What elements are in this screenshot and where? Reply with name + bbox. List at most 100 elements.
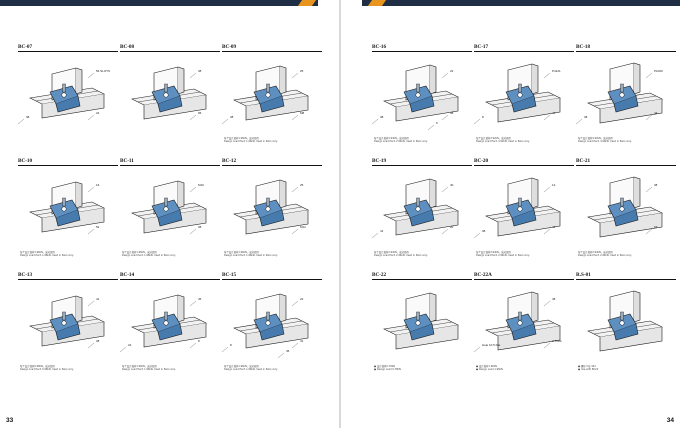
design-load-en: Design Load Each 1.96kN, Used in Pairs o…: [224, 253, 278, 257]
item-rule: [120, 165, 220, 166]
item-code: BC-15: [222, 272, 237, 278]
dimension-label: 44: [552, 111, 556, 115]
item-code: BC-16: [372, 44, 387, 50]
design-load-cn: ● 设计载荷0.78kN: [374, 365, 395, 368]
item-rule: [222, 51, 322, 52]
dimension-label: 38: [198, 225, 202, 229]
book-spine: [339, 0, 341, 428]
item-code: BC-19: [372, 158, 387, 164]
design-load-en: Design Load Each 2.94kN, Used in Pairs o…: [476, 253, 530, 257]
item-code: BC-13: [18, 272, 33, 278]
bracket-drawing: 45 8 22: [119, 294, 207, 353]
bracket-drawing: 22 38 38 6: [371, 64, 459, 131]
item-rule: [474, 51, 574, 52]
catalog-item-bc07: BC-07 56 SLOTS 24 38: [17, 44, 118, 156]
bracket-drawing: 40 20 41: [371, 178, 459, 239]
design-load-cn: 每个设计载荷1.96kN，成对使用: [122, 251, 157, 254]
design-load-en: Design Load Each 1.96kN, Used in Pairs o…: [224, 139, 278, 143]
dimension-label: 95: [198, 111, 202, 115]
dimension-label: M10: [198, 183, 204, 187]
bracket-drawing: [587, 290, 663, 352]
bracket-drawing: 25 M8 38: [221, 65, 309, 125]
item-rule: [18, 51, 118, 52]
item-code: BC-17: [474, 44, 489, 50]
dimension-label: 56 SLOTS: [96, 69, 110, 73]
dimension-label: 41: [96, 297, 100, 301]
left-page-number: 33: [6, 417, 14, 424]
dimension-label: 38: [380, 115, 384, 119]
bracket-drawing: [383, 292, 459, 350]
design-load-cn: 每个设计载荷2.94kN，成对使用: [374, 251, 409, 254]
design-load-en: Design Load Each 2.94kN, Used in Pairs o…: [578, 253, 632, 257]
design-load-en: Design Load Each 3.92kN, Used in Pairs o…: [476, 139, 530, 143]
dimension-label: 38: [230, 115, 234, 119]
item-rule: [372, 279, 472, 280]
dimension-label: 41: [552, 225, 556, 229]
design-load-en: Design Load Each 1.96kN, Used in Pairs o…: [122, 253, 176, 257]
dimension-label: 25: [300, 183, 304, 187]
dimension-label: 38: [198, 69, 202, 73]
catalog-item-bc22a: BC-22A 48 3 Thick Hole 10.5 Dia. ● 设计载荷1…: [473, 272, 574, 384]
dimension-label: 38: [26, 115, 30, 119]
dimension-label: M8: [300, 111, 304, 115]
item-code: BC-21: [576, 158, 591, 164]
item-rule: [18, 279, 118, 280]
dimension-label: 3 Thick: [552, 339, 562, 343]
design-load-cn: 每个设计载荷2.94kN，成对使用: [578, 251, 613, 254]
item-rule: [18, 165, 118, 166]
item-rule: [576, 51, 676, 52]
dimension-label: 38: [654, 183, 658, 187]
item-code: BC-12: [222, 158, 237, 164]
dimension-label: P1000: [654, 69, 663, 73]
item-rule: [576, 279, 676, 280]
bracket-drawing: 16 52: [29, 181, 105, 235]
bracket-drawing: 41 38: [29, 295, 105, 349]
dimension-label: 45: [286, 349, 290, 353]
dimension-label: 40: [450, 183, 454, 187]
catalog-item-rs01: R.S-01 ● 螺栓 U形 422● Use with BC22: [576, 272, 676, 384]
dimension-label: 41: [300, 339, 304, 343]
dimension-label: 20: [450, 225, 454, 229]
dimension-label: Hole 10.5 Dia.: [482, 343, 501, 347]
bracket-drawing: M10 38: [131, 180, 207, 235]
bracket-drawing: P4121 44 8: [473, 63, 561, 125]
catalog-item-bc08: BC-08 38 95: [120, 44, 220, 156]
item-code: BC-18: [576, 44, 591, 50]
design-load-en: ● Design Load 1.96kN: [476, 367, 503, 371]
design-load-cn: 每个设计载荷2.94kN，成对使用: [476, 251, 511, 254]
dimension-label: 38: [482, 229, 486, 233]
dimension-label: 8: [482, 115, 484, 119]
dimension-label: P4121: [552, 69, 561, 73]
design-load-cn: 每个设计载荷2.94kN，成对使用: [374, 137, 409, 140]
item-code: BC-09: [222, 44, 237, 50]
item-code: R.S-01: [576, 272, 591, 278]
dimension-label: 52: [96, 225, 100, 229]
item-rule: [120, 279, 220, 280]
dimension-label: 6: [436, 121, 438, 125]
dimension-label: 22: [128, 343, 132, 347]
dimension-label: 22: [450, 69, 454, 73]
design-load-en: Design Load Each 1.96kN, Used in Pairs o…: [20, 253, 74, 257]
dimension-label: 45: [198, 297, 202, 301]
dimension-label: 16: [96, 183, 100, 187]
bracket-drawing: 12 41 38: [473, 177, 561, 239]
dimension-label: 12: [552, 183, 556, 187]
design-load-cn: 每个设计载荷0.98kN，成对使用: [20, 365, 55, 368]
dimension-label: 24: [96, 111, 100, 115]
design-load-en: ● Use with BC22: [578, 367, 599, 371]
design-load-en: Design Load Each 2.94kN, Used in Pairs o…: [374, 139, 428, 143]
dimension-label: 48: [552, 297, 556, 301]
right-header-bar: [362, 0, 680, 6]
left-header-bar: [0, 0, 318, 6]
bracket-drawing: 38 63: [587, 176, 663, 238]
design-load-cn: 每个设计载荷1.96kN，成对使用: [224, 251, 259, 254]
